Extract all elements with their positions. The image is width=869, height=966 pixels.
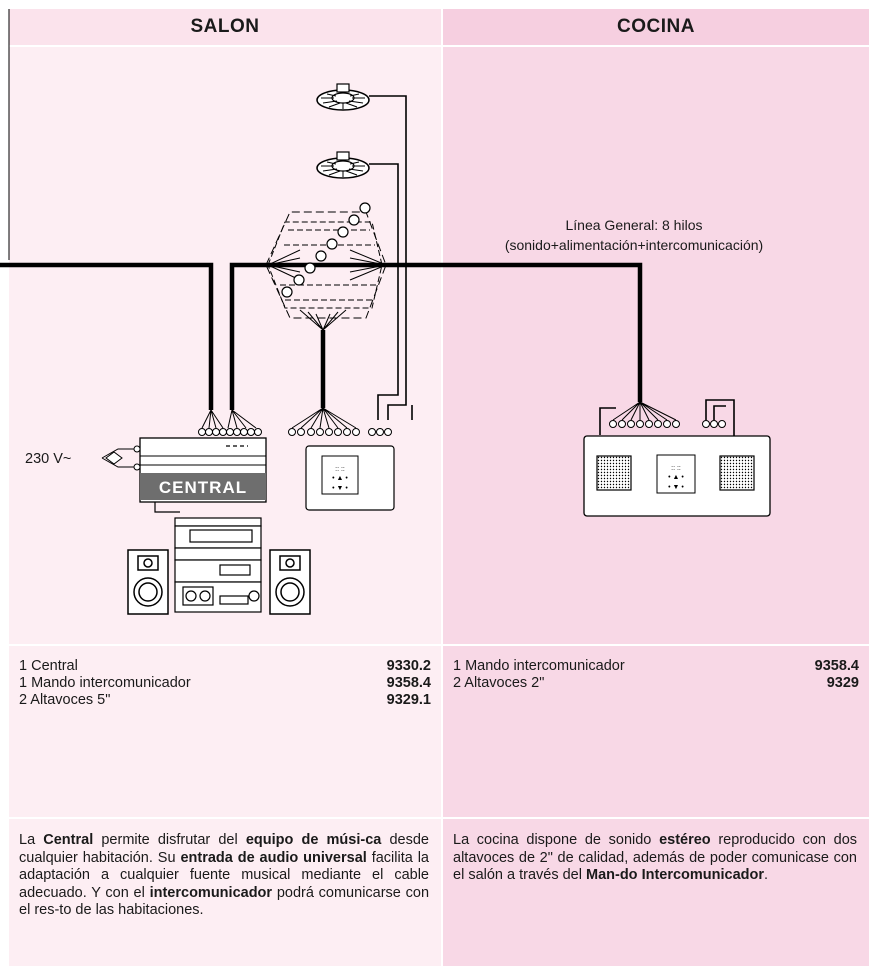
cocina-parts-panel: 1 Mando intercomunicador 9358.4 2 Altavoc… <box>443 646 869 817</box>
bold-term: estéreo <box>659 832 711 848</box>
central-wires <box>201 401 677 429</box>
speaker-5in-icon <box>269 549 311 615</box>
cocina-speaker-wires <box>599 399 735 436</box>
bold-term: Central <box>43 832 94 848</box>
part-code: 9330.2 <box>386 658 431 674</box>
speaker-2in-icon <box>596 455 632 491</box>
mando-intercomunicador-icon: :: :: • ▲ • • ▼ • <box>305 445 395 511</box>
bold-term: entrada de audio universal <box>180 849 367 866</box>
speaker-wires <box>369 95 413 420</box>
part-name: 2 Altavoces 5" <box>19 692 111 708</box>
part-code: 9329.1 <box>386 692 431 708</box>
parts-row: 1 Central 9330.2 <box>19 658 431 675</box>
ceiling-speaker-icon <box>316 83 370 111</box>
parts-row: 1 Mando intercomunicador 9358.4 <box>453 658 859 675</box>
cocina-header: COCINA <box>443 9 869 45</box>
part-code: 9329 <box>826 675 859 691</box>
salon-header: SALON <box>9 9 441 45</box>
svg-text:• ▲ •: • ▲ • <box>332 475 348 482</box>
part-code: 9358.4 <box>386 675 431 691</box>
voltage-label: 230 V~ <box>25 451 71 467</box>
bold-term: Man-do Intercomunicador <box>586 867 765 883</box>
speaker-5in-icon <box>127 549 169 615</box>
part-name: 2 Altavoces 2" <box>453 675 545 691</box>
ceiling-speaker-icon <box>316 151 370 179</box>
parts-row: 2 Altavoces 5" 9329.1 <box>19 692 431 709</box>
central-label-bg <box>140 473 266 500</box>
part-code: 9358.4 <box>814 658 859 674</box>
line-label-2: (sonido+alimentación+intercomunicación) <box>505 237 763 253</box>
central-label: CENTRAL <box>159 478 247 497</box>
salon-parts-panel: 1 Central 9330.2 1 Mando intercomunicador… <box>9 646 441 817</box>
main-bus-line <box>0 262 643 410</box>
terminal-screws <box>281 202 371 298</box>
svg-text::: ::: :: :: <box>335 466 345 473</box>
svg-text:• ▼ •: • ▼ • <box>332 485 348 492</box>
bold-term: equipo de músi-ca <box>245 832 382 848</box>
speaker-2in-icon <box>719 455 755 491</box>
line-label-1: Línea General: 8 hilos <box>566 217 703 233</box>
part-name: 1 Mando intercomunicador <box>453 658 625 674</box>
cocina-title: COCINA <box>617 16 695 37</box>
salon-description-panel: La Central permite disfrutar del equipo … <box>9 819 441 966</box>
parts-row: 1 Mando intercomunicador 9358.4 <box>19 675 431 692</box>
cocina-description-panel: La cocina dispone de sonido estéreo repr… <box>443 819 869 966</box>
cocina-parts-list: 1 Mando intercomunicador 9358.4 2 Altavoc… <box>453 658 859 692</box>
stereo-system-icon <box>154 502 262 613</box>
terminal-row <box>198 420 726 436</box>
svg-text::: ::: :: :: <box>671 465 681 472</box>
cocina-diagram-area <box>443 47 869 644</box>
salon-title: SALON <box>190 16 260 37</box>
salon-description: La Central permite disfrutar del equipo … <box>19 832 430 918</box>
bold-term: intercomunicador <box>149 884 273 901</box>
salon-parts-list: 1 Central 9330.2 1 Mando intercomunicador… <box>19 658 431 709</box>
part-name: 1 Mando intercomunicador <box>19 675 191 691</box>
mando-intercomunicador-icon <box>656 454 696 494</box>
parts-row: 2 Altavoces 2" 9329 <box>453 675 859 692</box>
cocina-description: La cocina dispone de sonido estéreo repr… <box>453 832 858 883</box>
cocina-faceplate: :: :: • ▲ • • ▼ • <box>583 435 771 517</box>
central-unit: CENTRAL <box>139 437 267 503</box>
svg-text:• ▼ •: • ▼ • <box>668 484 684 491</box>
power-input: 230 V~ <box>25 445 141 471</box>
svg-text:• ▲ •: • ▲ • <box>668 474 684 481</box>
junction-box-icon <box>265 211 387 331</box>
part-name: 1 Central <box>19 658 78 674</box>
